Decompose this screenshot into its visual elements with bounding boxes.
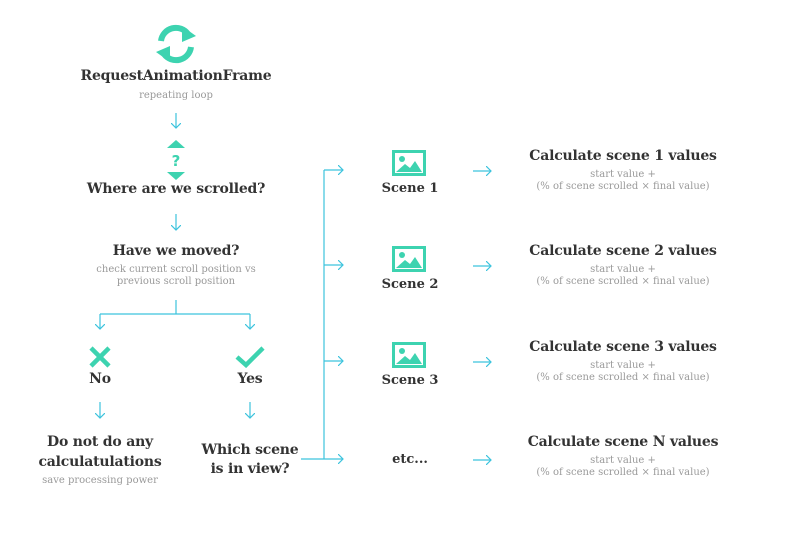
loop-title: RequestAnimationFrame xyxy=(80,68,272,84)
image-icon xyxy=(392,150,426,176)
image-icon xyxy=(392,246,426,272)
scene-2-label: Scene 2 xyxy=(381,277,439,292)
loop-subtitle: repeating loop xyxy=(139,90,213,101)
refresh-loop-icon xyxy=(156,24,196,64)
scene-n-calc-line1: start value + xyxy=(590,455,656,466)
scene-3-label: Scene 3 xyxy=(381,373,439,388)
scene-n-label: etc... xyxy=(392,452,428,467)
scroll-question-icon: ? xyxy=(167,140,185,180)
image-icon xyxy=(392,342,426,368)
which-scene-line1: Which scene xyxy=(201,442,299,458)
scene-n-calc-title: Calculate scene N values xyxy=(527,434,719,450)
scene-2-calc-line1: start value + xyxy=(590,264,656,275)
scene-2-calc-line2: (% of scene scrolled × final value) xyxy=(536,276,710,287)
scene-1-calc-line2: (% of scene scrolled × final value) xyxy=(536,181,710,192)
no-action-subtitle: save processing power xyxy=(42,475,158,486)
scene-3-calc-title: Calculate scene 3 values xyxy=(529,339,717,355)
which-scene-line2: is in view? xyxy=(210,461,290,477)
yes-label: Yes xyxy=(237,371,263,387)
check-icon xyxy=(235,346,265,368)
svg-text:?: ? xyxy=(172,152,181,170)
scene-1-label: Scene 1 xyxy=(381,181,439,196)
scene-3-calc-line2: (% of scene scrolled × final value) xyxy=(536,372,710,383)
moved-subtitle-line1: check current scroll position vs xyxy=(96,264,256,275)
scene-n-calc-line2: (% of scene scrolled × final value) xyxy=(536,467,710,478)
moved-subtitle-line2: previous scroll position xyxy=(116,276,236,287)
moved-title: Have we moved? xyxy=(112,243,240,259)
scene-1-calc-line1: start value + xyxy=(590,169,656,180)
no-action-title-line2: calculatulations xyxy=(38,454,162,470)
no-label: No xyxy=(89,371,111,387)
scene-1-calc-title: Calculate scene 1 values xyxy=(529,148,717,164)
scene-2-calc-title: Calculate scene 2 values xyxy=(529,243,717,259)
no-action-title-line1: Do not do any xyxy=(47,434,153,450)
scene-3-calc-line1: start value + xyxy=(590,360,656,371)
cross-icon xyxy=(89,346,111,368)
scroll-title: Where are we scrolled? xyxy=(86,181,266,197)
